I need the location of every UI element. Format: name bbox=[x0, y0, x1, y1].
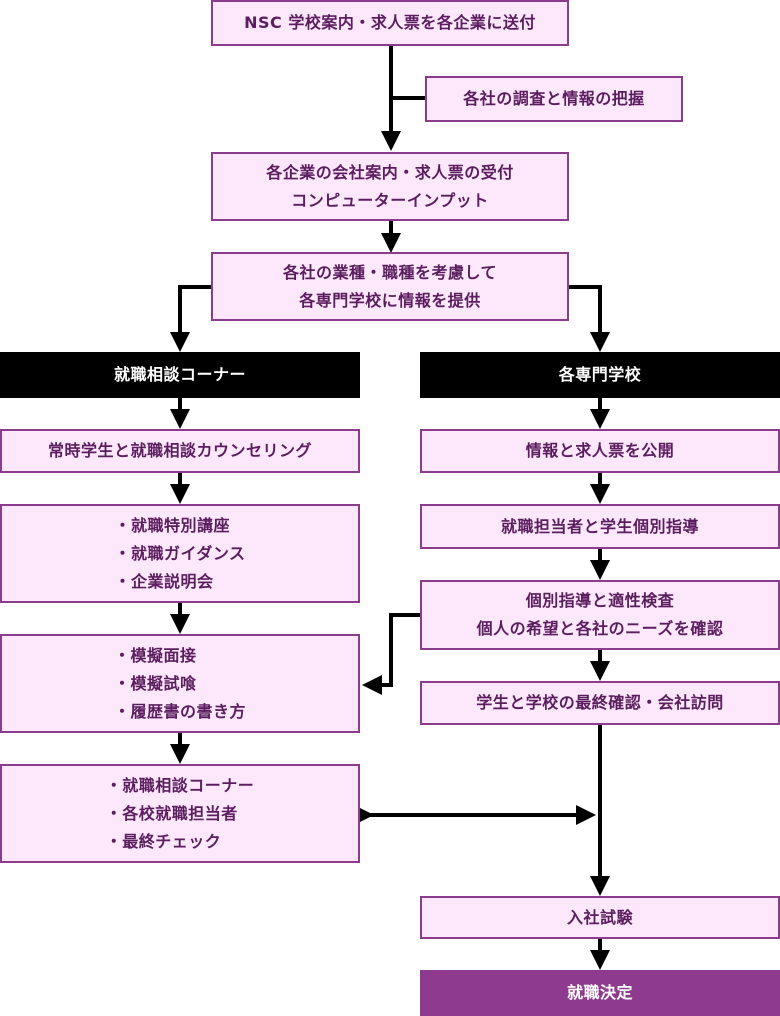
step-provide-info-line-1: 各社の業種・職種を考慮して bbox=[282, 262, 498, 282]
step-final-check: 就職相談コーナー 各校就職担当者 最終チェック bbox=[0, 764, 360, 863]
list-item: 就職相談コーナー bbox=[106, 772, 255, 800]
left-column-header-label: 就職相談コーナー bbox=[113, 365, 246, 384]
step-company-visit-label: 学生と学校の最終確認・会社訪問 bbox=[476, 693, 724, 712]
arrow-to-right-column bbox=[569, 285, 610, 352]
step-job-decision: 就職決定 bbox=[420, 970, 780, 1016]
step-company-survey: 各社の調査と情報の把握 bbox=[425, 76, 683, 122]
list-item: 模擬試喰 bbox=[114, 670, 197, 698]
final-check-list: 就職相談コーナー 各校就職担当者 最終チェック bbox=[106, 772, 255, 856]
step-individual-guidance: 就職担当者と学生個別指導 bbox=[420, 504, 780, 549]
arrow-to-left-column bbox=[170, 285, 211, 352]
arrow-individual-to-practice bbox=[362, 613, 421, 695]
courses-list: 就職特別講座 就職ガイダンス 企業説明会 bbox=[114, 512, 245, 596]
step-company-visit: 学生と学校の最終確認・会社訪問 bbox=[420, 681, 780, 725]
step-aptitude-test-line-1: 個別指導と適性検査 bbox=[525, 591, 675, 610]
left-column-header: 就職相談コーナー bbox=[0, 352, 360, 398]
step-receive-info-line-1: 各企業の会社案内・求人票の受付 bbox=[266, 162, 514, 182]
step-publish-info-label: 情報と求人票を公開 bbox=[525, 441, 675, 460]
practice-list: 模擬面接 模擬試喰 履歴書の書き方 bbox=[114, 642, 246, 726]
step-entrance-exam: 入社試験 bbox=[420, 896, 780, 939]
list-item: 各校就職担当者 bbox=[106, 800, 238, 828]
right-column-header: 各専門学校 bbox=[420, 352, 780, 398]
step-receive-info: 各企業の会社案内・求人票の受付 コンピューターインプット bbox=[211, 152, 569, 221]
list-item: 最終チェック bbox=[106, 828, 222, 856]
step-job-decision-label: 就職決定 bbox=[566, 983, 633, 1002]
step-courses: 就職特別講座 就職ガイダンス 企業説明会 bbox=[0, 504, 360, 603]
step-aptitude-test-line-2: 個人の希望と各社のニーズを確認 bbox=[476, 619, 724, 638]
right-column-header-label: 各専門学校 bbox=[558, 365, 642, 384]
step-individual-guidance-label: 就職担当者と学生個別指導 bbox=[500, 516, 699, 536]
step-counseling: 常時学生と就職相談カウンセリング bbox=[0, 429, 360, 473]
step-aptitude-test: 個別指導と適性検査 個人の希望と各社のニーズを確認 bbox=[420, 580, 780, 650]
step-receive-info-line-2: コンピューターインプット bbox=[291, 190, 489, 210]
list-item: 企業説明会 bbox=[114, 568, 213, 596]
step-entrance-exam-label: 入社試験 bbox=[566, 907, 633, 927]
step-provide-info-line-2: 各専門学校に情報を提供 bbox=[299, 290, 481, 310]
step-send-brochure: NSC 学校案内・求人票を各企業に送付 bbox=[211, 0, 569, 46]
list-item: 就職特別講座 bbox=[114, 512, 230, 540]
step-publish-info: 情報と求人票を公開 bbox=[420, 429, 780, 473]
list-item: 履歴書の書き方 bbox=[114, 698, 246, 726]
list-item: 就職ガイダンス bbox=[114, 540, 245, 568]
list-item: 模擬面接 bbox=[114, 642, 197, 670]
step-company-survey-label: 各社の調査と情報の把握 bbox=[463, 89, 645, 108]
step-counseling-label: 常時学生と就職相談カウンセリング bbox=[47, 441, 312, 460]
step-send-brochure-label: NSC 学校案内・求人票を各企業に送付 bbox=[244, 13, 536, 32]
step-provide-info: 各社の業種・職種を考慮して 各専門学校に情報を提供 bbox=[211, 252, 569, 321]
step-practice: 模擬面接 模擬試喰 履歴書の書き方 bbox=[0, 634, 360, 733]
